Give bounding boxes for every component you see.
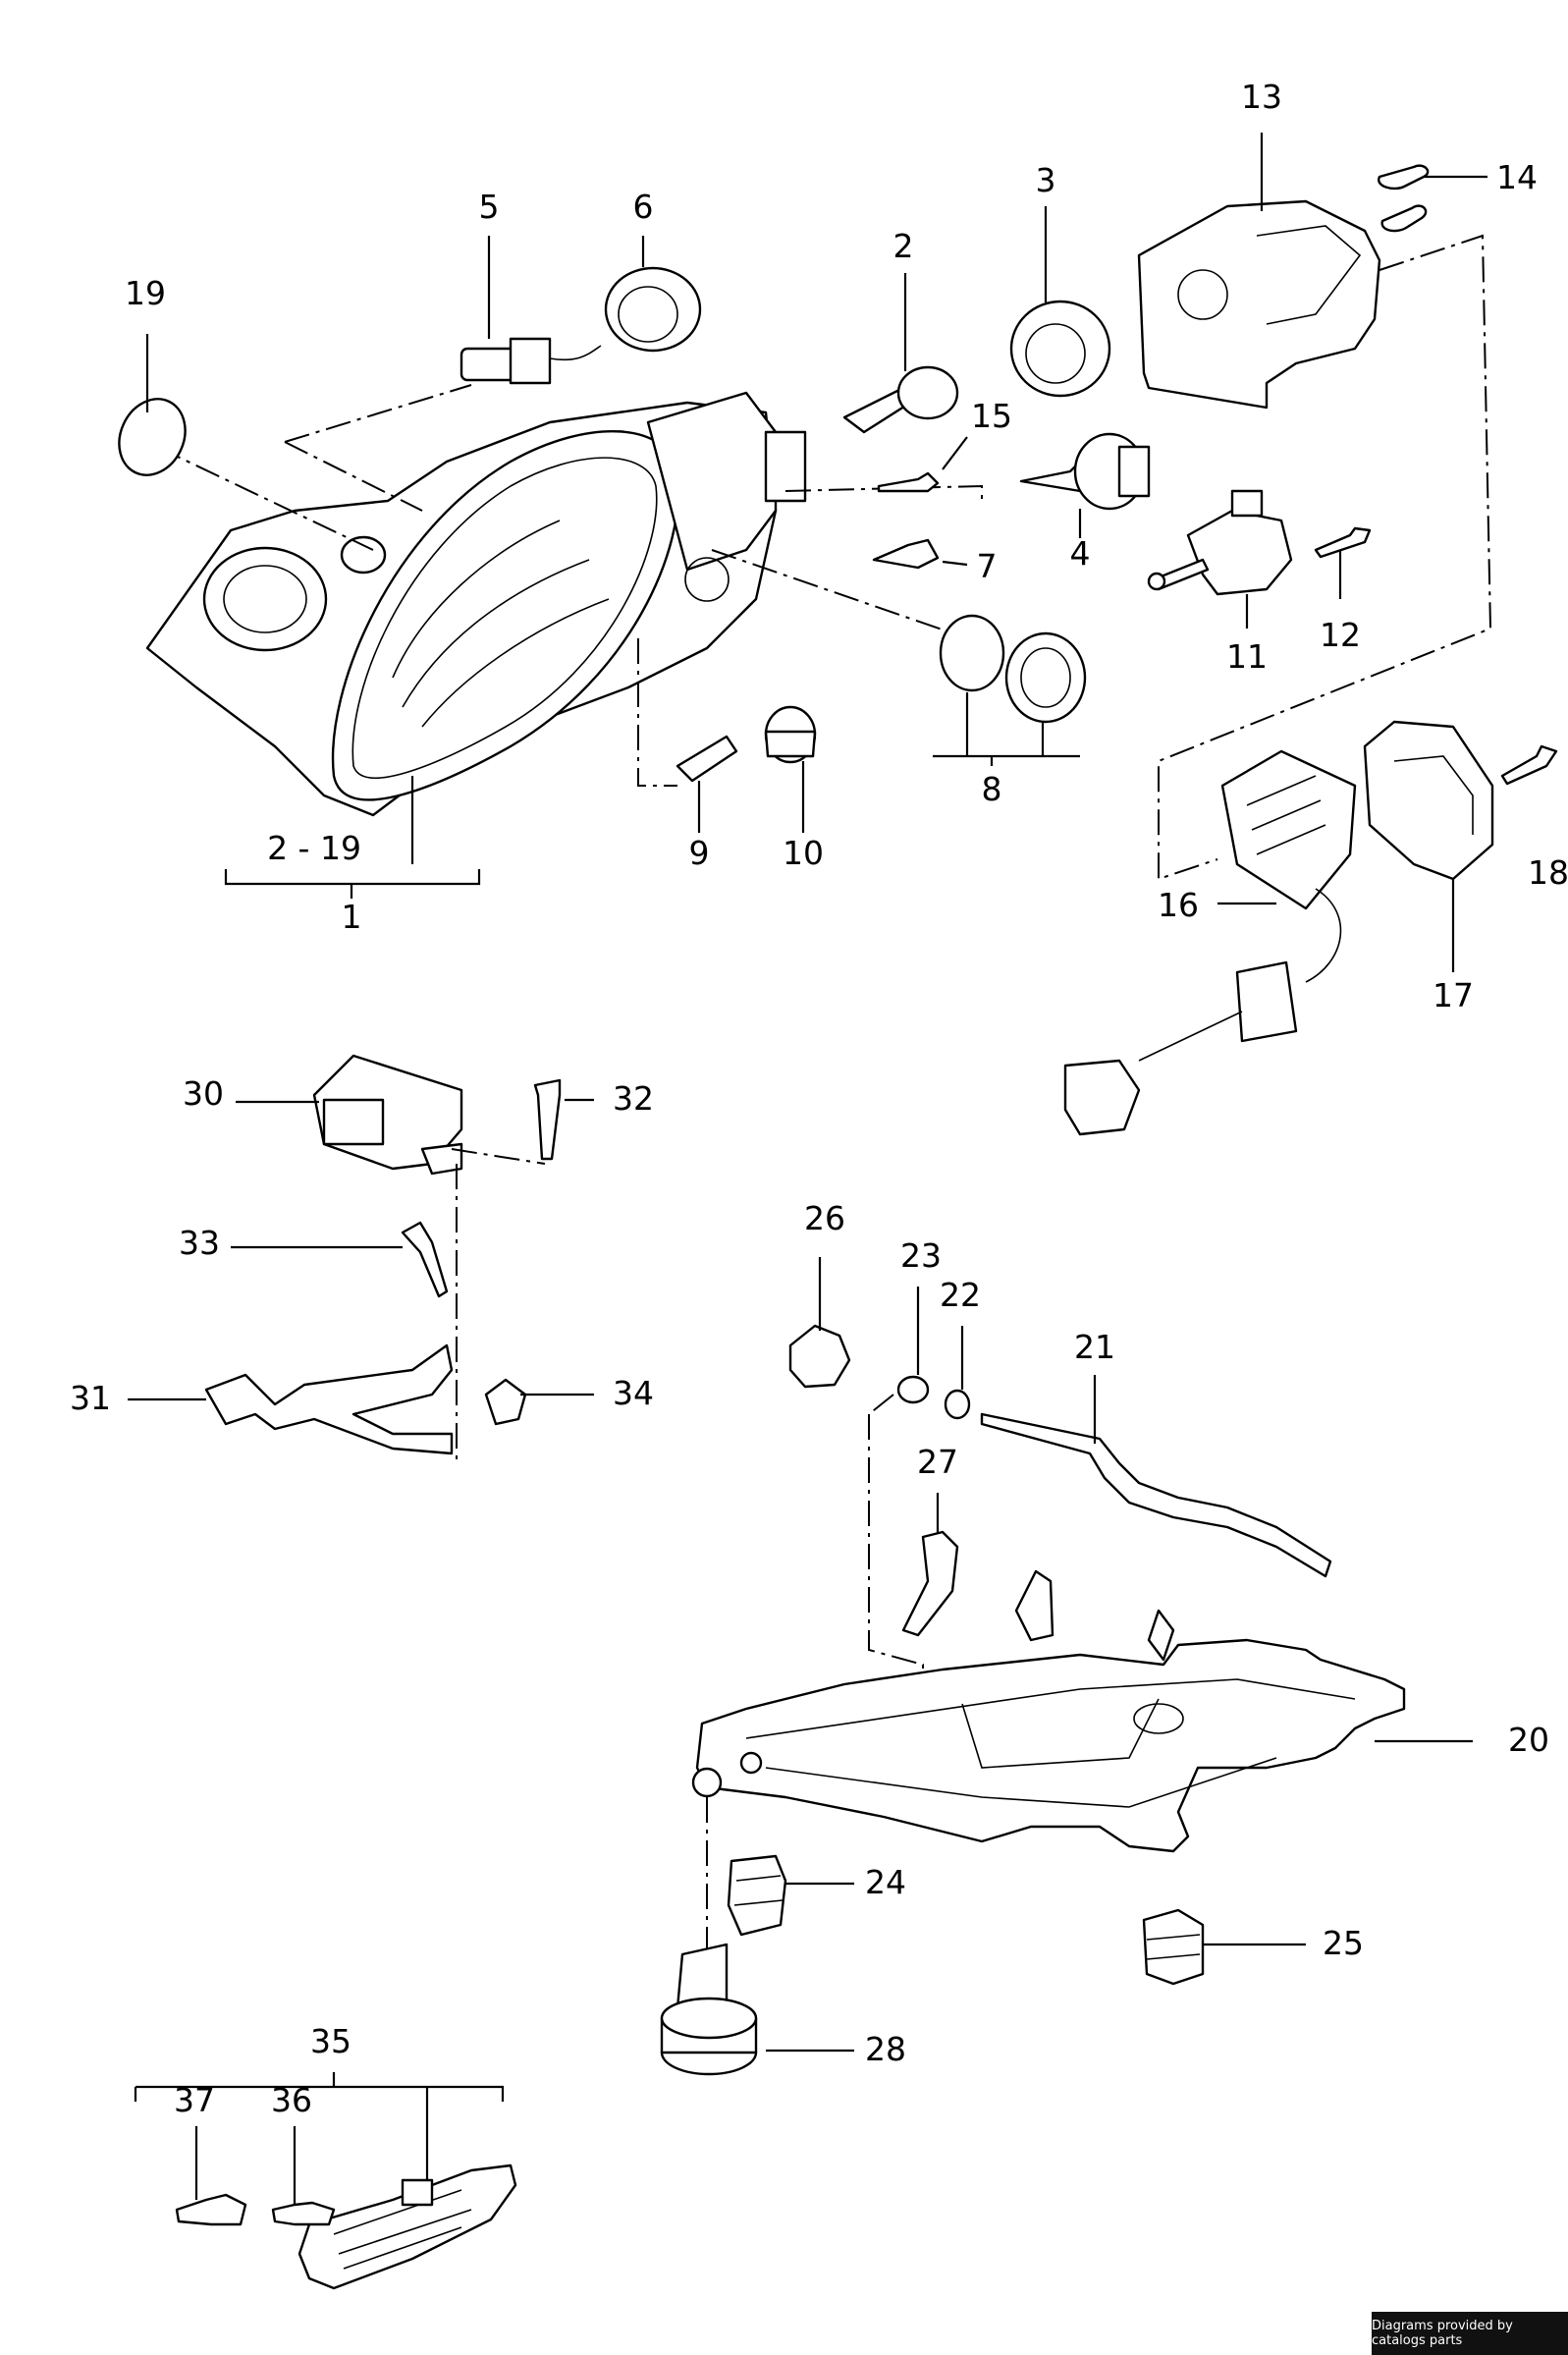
label-33: 33: [179, 1224, 220, 1262]
assembly-line-9: [637, 638, 677, 787]
part-20-carrier-frame: 20: [691, 1569, 1549, 1853]
assembly-line-7: [711, 549, 983, 644]
label-10: 10: [783, 834, 824, 872]
part-35-side-marker: 35: [134, 2022, 517, 2290]
part-30-control-module: 30: [183, 1054, 463, 1176]
label-15: 15: [971, 397, 1012, 435]
part-21-rod: 21: [980, 1328, 1332, 1578]
label-12: 12: [1320, 616, 1361, 654]
part-14-clip: 14: [1378, 158, 1538, 233]
part-16-ballast: 16: [1063, 749, 1357, 1136]
assembly-line-30: [451, 1148, 546, 1463]
assembly-line-13: [1158, 234, 1492, 881]
label-13: 13: [1241, 78, 1282, 116]
label-24: 24: [865, 1863, 906, 1901]
part-13-housing: 13: [1137, 78, 1381, 410]
label-32: 32: [613, 1079, 654, 1118]
label-22: 22: [940, 1276, 981, 1314]
label-36: 36: [271, 2081, 312, 2119]
headlamp-housing: [145, 391, 807, 817]
label-19: 19: [125, 274, 166, 312]
part-9-bulb: 9: [676, 735, 738, 872]
label-14: 14: [1496, 158, 1538, 196]
part-33-screw: 33: [179, 1221, 449, 1298]
label-21: 21: [1074, 1328, 1115, 1366]
part-37-socket: 37: [174, 2081, 247, 2226]
label-9: 9: [689, 834, 710, 872]
part-36-bulb: 36: [271, 2081, 336, 2226]
part-26-nut: 26: [788, 1199, 851, 1389]
label-25: 25: [1323, 1924, 1364, 1962]
label-4: 4: [1070, 534, 1091, 573]
part-8-seal-cap: 8: [933, 614, 1087, 808]
part-28-cap: 28: [660, 1943, 906, 2076]
part-6-cap: 6: [604, 188, 702, 353]
label-23: 23: [900, 1236, 942, 1275]
part-3-lock-ring: 3: [1009, 161, 1111, 398]
part-27-lever: 27: [901, 1443, 959, 1637]
part-22-washer: 22: [940, 1276, 981, 1420]
part-18-screw: 18: [1500, 744, 1568, 892]
label-2: 2: [893, 227, 914, 265]
part-10-socket: 10: [764, 705, 824, 872]
part-24-mount: 24: [727, 1854, 906, 1937]
label-27: 27: [917, 1443, 958, 1481]
label-34: 34: [613, 1374, 654, 1412]
label-2-19: 2 - 19: [267, 829, 361, 867]
label-37: 37: [174, 2081, 215, 2119]
part-34-clip: 34: [484, 1374, 654, 1426]
label-28: 28: [865, 2030, 906, 2068]
assembly-line-bulb-5: [284, 384, 472, 512]
credit-badge: Diagrams provided by catalogs parts: [1372, 2312, 1568, 2355]
label-35: 35: [310, 2022, 351, 2060]
label-16: 16: [1158, 886, 1199, 924]
label-17: 17: [1433, 976, 1474, 1014]
label-1: 1: [342, 898, 362, 936]
callout-1: 1 2 - 19: [224, 776, 481, 936]
label-8: 8: [982, 770, 1002, 808]
part-7-bulb: 7: [872, 538, 998, 585]
part-5-bulb: 5: [460, 188, 602, 385]
assembly-line-4: [784, 484, 983, 501]
part-2-bulb: 2: [842, 227, 959, 434]
part-4-bulb: 4: [1019, 432, 1151, 573]
part-25-mount: 25: [1142, 1908, 1364, 1986]
assembly-line-20: [868, 1394, 924, 1714]
label-18: 18: [1528, 853, 1568, 892]
label-3: 3: [1036, 161, 1056, 199]
part-11-adjuster-motor: 11: [1147, 489, 1293, 676]
part-15-screw: 15: [877, 397, 1012, 493]
part-19-seal-ring: 19: [118, 274, 187, 476]
label-20: 20: [1508, 1721, 1549, 1759]
label-26: 26: [804, 1199, 845, 1237]
part-12-screw: 12: [1314, 526, 1372, 654]
part-17-bracket: 17: [1363, 720, 1494, 1014]
label-30: 30: [183, 1074, 224, 1113]
part-31-bracket: 31: [70, 1343, 454, 1455]
label-5: 5: [479, 188, 500, 226]
label-31: 31: [70, 1379, 111, 1417]
part-23-bushing: 23: [896, 1236, 942, 1404]
assembly-line-ring-19: [156, 446, 374, 551]
part-32-screw: 32: [533, 1078, 654, 1161]
label-7: 7: [977, 547, 998, 585]
label-11: 11: [1226, 637, 1268, 676]
label-6: 6: [633, 188, 654, 226]
